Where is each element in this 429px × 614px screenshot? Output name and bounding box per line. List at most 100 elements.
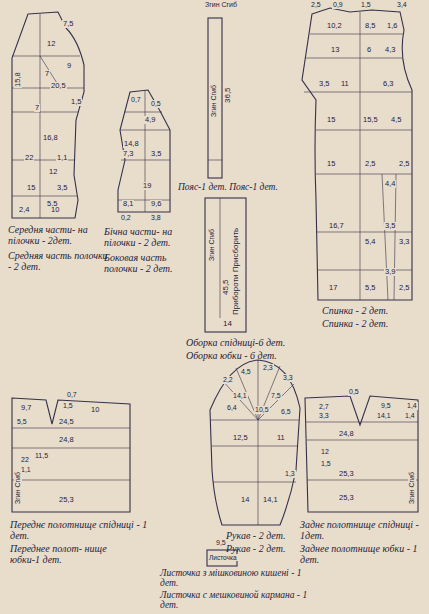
front-middle-piece xyxy=(12,12,84,218)
part-caption: Бічна части- на пілочки - 2 дет. xyxy=(104,226,186,248)
dimension-label: 3,5 xyxy=(56,184,68,192)
part-caption: Рукав - 2 дет. xyxy=(226,543,285,554)
dimension-label: 10,5 xyxy=(254,406,270,414)
part-caption: Листочка с мешковиной кармана - 1 дет. xyxy=(160,590,310,611)
dimension-label: 24,5 xyxy=(58,418,75,426)
dimension-label: 22 xyxy=(20,456,30,464)
dimension-label: 0,7 xyxy=(130,96,142,104)
dimension-label: 1,3 xyxy=(284,470,296,478)
dimension-label: 20,5 xyxy=(50,82,67,90)
dimension-label: 5,5 xyxy=(16,418,28,426)
dimension-label: 0,5 xyxy=(150,100,162,108)
dimension-label: 3,5 xyxy=(318,80,330,88)
dimension-label: Згин Сгиб xyxy=(204,1,236,9)
dimension-label: 11 xyxy=(276,434,286,442)
dimension-label: 5,5 xyxy=(364,284,376,292)
dimension-label: 22 xyxy=(24,154,34,162)
dimension-label: 0,5 xyxy=(348,388,360,396)
dimension-label: 36,5 xyxy=(224,86,233,104)
dimension-label: Згин Сгиб xyxy=(14,471,22,505)
part-caption: Переднее полот- нище юбки-1 дет. xyxy=(10,543,130,565)
dimension-label: 17 xyxy=(328,284,338,292)
dimension-label: 14 xyxy=(240,496,250,504)
dimension-label: 7 xyxy=(44,70,50,78)
part-caption: Середня части- на пілочки - 2дет. xyxy=(8,224,100,246)
dimension-label: 11,5 xyxy=(34,452,49,460)
part-caption: Средняя часть полочки - 2 дет. xyxy=(8,250,108,272)
dimension-label: 15,8 xyxy=(14,71,22,88)
dimension-label: 2,5 xyxy=(310,1,322,9)
dimension-label: 1,6 xyxy=(386,22,398,30)
dimension-label: 19 xyxy=(142,182,152,190)
dimension-label: 1,5 xyxy=(320,460,332,468)
dimension-label: 4,4 xyxy=(384,180,396,188)
dimension-label: Прибороти Присборить xyxy=(232,227,241,316)
part-caption: Оборка спідниці-6 дет. xyxy=(186,337,336,348)
dimension-label: Згин Сгиб xyxy=(408,471,416,505)
part-caption: Пояс-1 дет. Пояс-1 дет. xyxy=(178,182,328,192)
dimension-label: 15 xyxy=(26,184,36,192)
dimension-label: 8,1 xyxy=(122,200,134,208)
dimension-label: 14,1 xyxy=(376,412,392,420)
dimension-label: 2,5 xyxy=(364,160,376,168)
dimension-label: 1,5 xyxy=(62,402,74,410)
construction-lines xyxy=(12,14,84,218)
back-piece xyxy=(302,8,412,300)
construction-lines xyxy=(208,160,222,161)
part-caption: Переднє полотнище спідниці - 1 дет. xyxy=(10,519,150,541)
dimension-label: Згин Сгиб xyxy=(208,228,216,262)
dimension-label: 9 xyxy=(66,62,72,70)
dimension-label: 1,1 xyxy=(20,466,32,474)
dimension-label: 9,5 xyxy=(215,539,227,547)
dimension-label: 2,5 xyxy=(398,160,410,168)
dimension-label: 2,5 xyxy=(398,284,410,292)
dimension-label: 2,2 xyxy=(222,376,234,384)
sleeve-piece xyxy=(210,360,300,525)
part-caption: Спинка - 2 дет. xyxy=(322,318,388,329)
construction-lines xyxy=(12,428,130,480)
dimension-label: 45,5 xyxy=(222,278,231,296)
part-caption: Спинка - 2 дет. xyxy=(322,305,388,316)
dimension-label: 9,6 xyxy=(150,200,162,208)
dimension-label: 0,7 xyxy=(66,391,78,399)
side-piece xyxy=(118,90,170,212)
dimension-label: 4,5 xyxy=(240,368,252,376)
dimension-label: 10 xyxy=(50,206,60,214)
dimension-label: 4,5 xyxy=(390,116,402,124)
dimension-label: 12 xyxy=(46,40,56,48)
dimension-label: 6,5 xyxy=(280,408,292,416)
part-caption: Заднє полотнище спідниці - 1дет. xyxy=(300,519,425,541)
dimension-label: 16,7 xyxy=(328,222,345,230)
dimension-label: 15 xyxy=(326,160,336,168)
dimension-label: 25,3 xyxy=(58,496,75,504)
construction-lines xyxy=(304,12,412,300)
dimension-label: 12 xyxy=(48,168,58,176)
dimension-label: 15,5 xyxy=(362,116,379,124)
belt-piece xyxy=(208,18,222,178)
construction-lines xyxy=(306,422,418,480)
dimension-label: 3,3 xyxy=(282,374,294,382)
dimension-label: 8,5 xyxy=(364,22,376,30)
dimension-label: 12 xyxy=(320,448,330,456)
dimension-label: 14,1 xyxy=(232,392,248,400)
dimension-label: 14 xyxy=(222,320,233,329)
dimension-label: 1,1 xyxy=(56,154,68,162)
dimension-label: 11 xyxy=(340,80,350,88)
dimension-label: 9,7 xyxy=(20,404,32,412)
part-caption: Листочка з мішковиною кишені - 1 дет. xyxy=(160,568,310,589)
dimension-label: 4,9 xyxy=(144,116,156,124)
dimension-label: 15 xyxy=(326,116,336,124)
dimension-label: 1,4 xyxy=(406,402,418,410)
dimension-label: 6 xyxy=(366,46,372,54)
dimension-label: 2,7 xyxy=(318,403,330,411)
dimension-label: 7 xyxy=(34,104,40,112)
dimension-label: 25,3 xyxy=(338,494,355,502)
dimension-label: 3,3 xyxy=(398,238,410,246)
dimension-label: 6,4 xyxy=(226,404,238,412)
dimension-label: 10,2 xyxy=(326,22,343,30)
dimension-label: 1,5 xyxy=(70,98,82,106)
dimension-label: 7,3 xyxy=(122,150,134,158)
dimension-label: 14,1 xyxy=(262,496,279,504)
dimension-label: 24,8 xyxy=(338,430,355,438)
construction-lines xyxy=(118,90,170,212)
